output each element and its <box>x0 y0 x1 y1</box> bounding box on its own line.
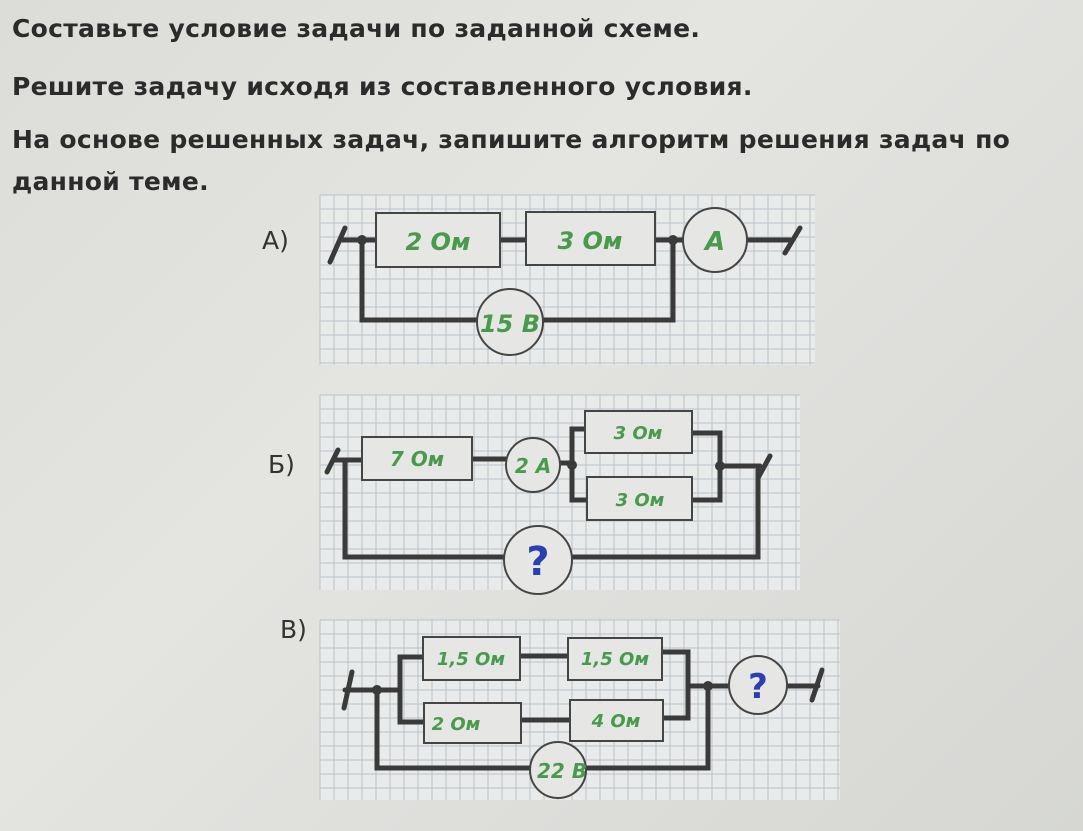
resistor-value: 3 Ом <box>557 227 622 255</box>
ammeter-icon <box>728 655 788 715</box>
resistor-value: 1,5 Ом <box>581 649 649 670</box>
circuit-b: 7 Ом 2 А 3 Ом 3 Ом ? <box>324 410 773 595</box>
resistor-1-5-ohm-a <box>422 636 521 681</box>
unknown-voltage: ? <box>526 539 549 585</box>
voltage-source-icon <box>476 288 544 356</box>
instruction-algorithm-cont: данной теме. <box>12 167 209 196</box>
source-voltage: 22 В <box>537 759 587 783</box>
circuit-c: 1,5 Ом 1,5 Ом 2 Ом 4 Ом ? 22 В <box>341 636 825 799</box>
ammeter-reading: 2 А <box>515 454 551 478</box>
instruction-compose: Составьте условие задачи по заданной схе… <box>12 14 701 43</box>
instruction-solve: Решите задачу исходя из составленного ус… <box>12 72 753 101</box>
resistor-value: 2 Ом <box>432 714 481 735</box>
unknown-current: ? <box>748 667 768 707</box>
voltage-source-icon <box>503 525 573 595</box>
resistor-value: 1,5 Ом <box>437 649 505 670</box>
resistor-value: 3 Ом <box>614 423 663 444</box>
instruction-algorithm: На основе решенных задач, запишите алгор… <box>12 125 1011 154</box>
resistor-value: 4 Ом <box>591 711 641 732</box>
resistor-7-ohm <box>361 436 473 481</box>
resistor-3-ohm <box>525 211 656 266</box>
circuit-c-label: В) <box>280 615 307 644</box>
resistor-1-5-ohm-b <box>567 637 663 681</box>
resistor-3-ohm-top <box>584 410 693 454</box>
ammeter-icon <box>682 207 748 273</box>
source-voltage: 15 В <box>480 310 540 338</box>
resistor-value: 7 Ом <box>390 447 444 471</box>
voltage-source-icon <box>529 741 587 799</box>
resistor-2-ohm <box>423 702 522 744</box>
circuit-b-label: Б) <box>268 450 295 479</box>
resistor-4-ohm <box>569 699 664 742</box>
resistor-2-ohm <box>375 212 501 268</box>
ammeter-icon <box>505 437 561 493</box>
circuit-a-label: А) <box>262 226 289 255</box>
resistor-value: 3 Ом <box>616 490 665 511</box>
resistor-value: 2 Ом <box>405 228 470 256</box>
circuit-a: 2 Ом 3 Ом А 15 В <box>327 207 803 356</box>
resistor-3-ohm-bottom <box>586 476 693 521</box>
ammeter-label: А <box>703 227 725 257</box>
